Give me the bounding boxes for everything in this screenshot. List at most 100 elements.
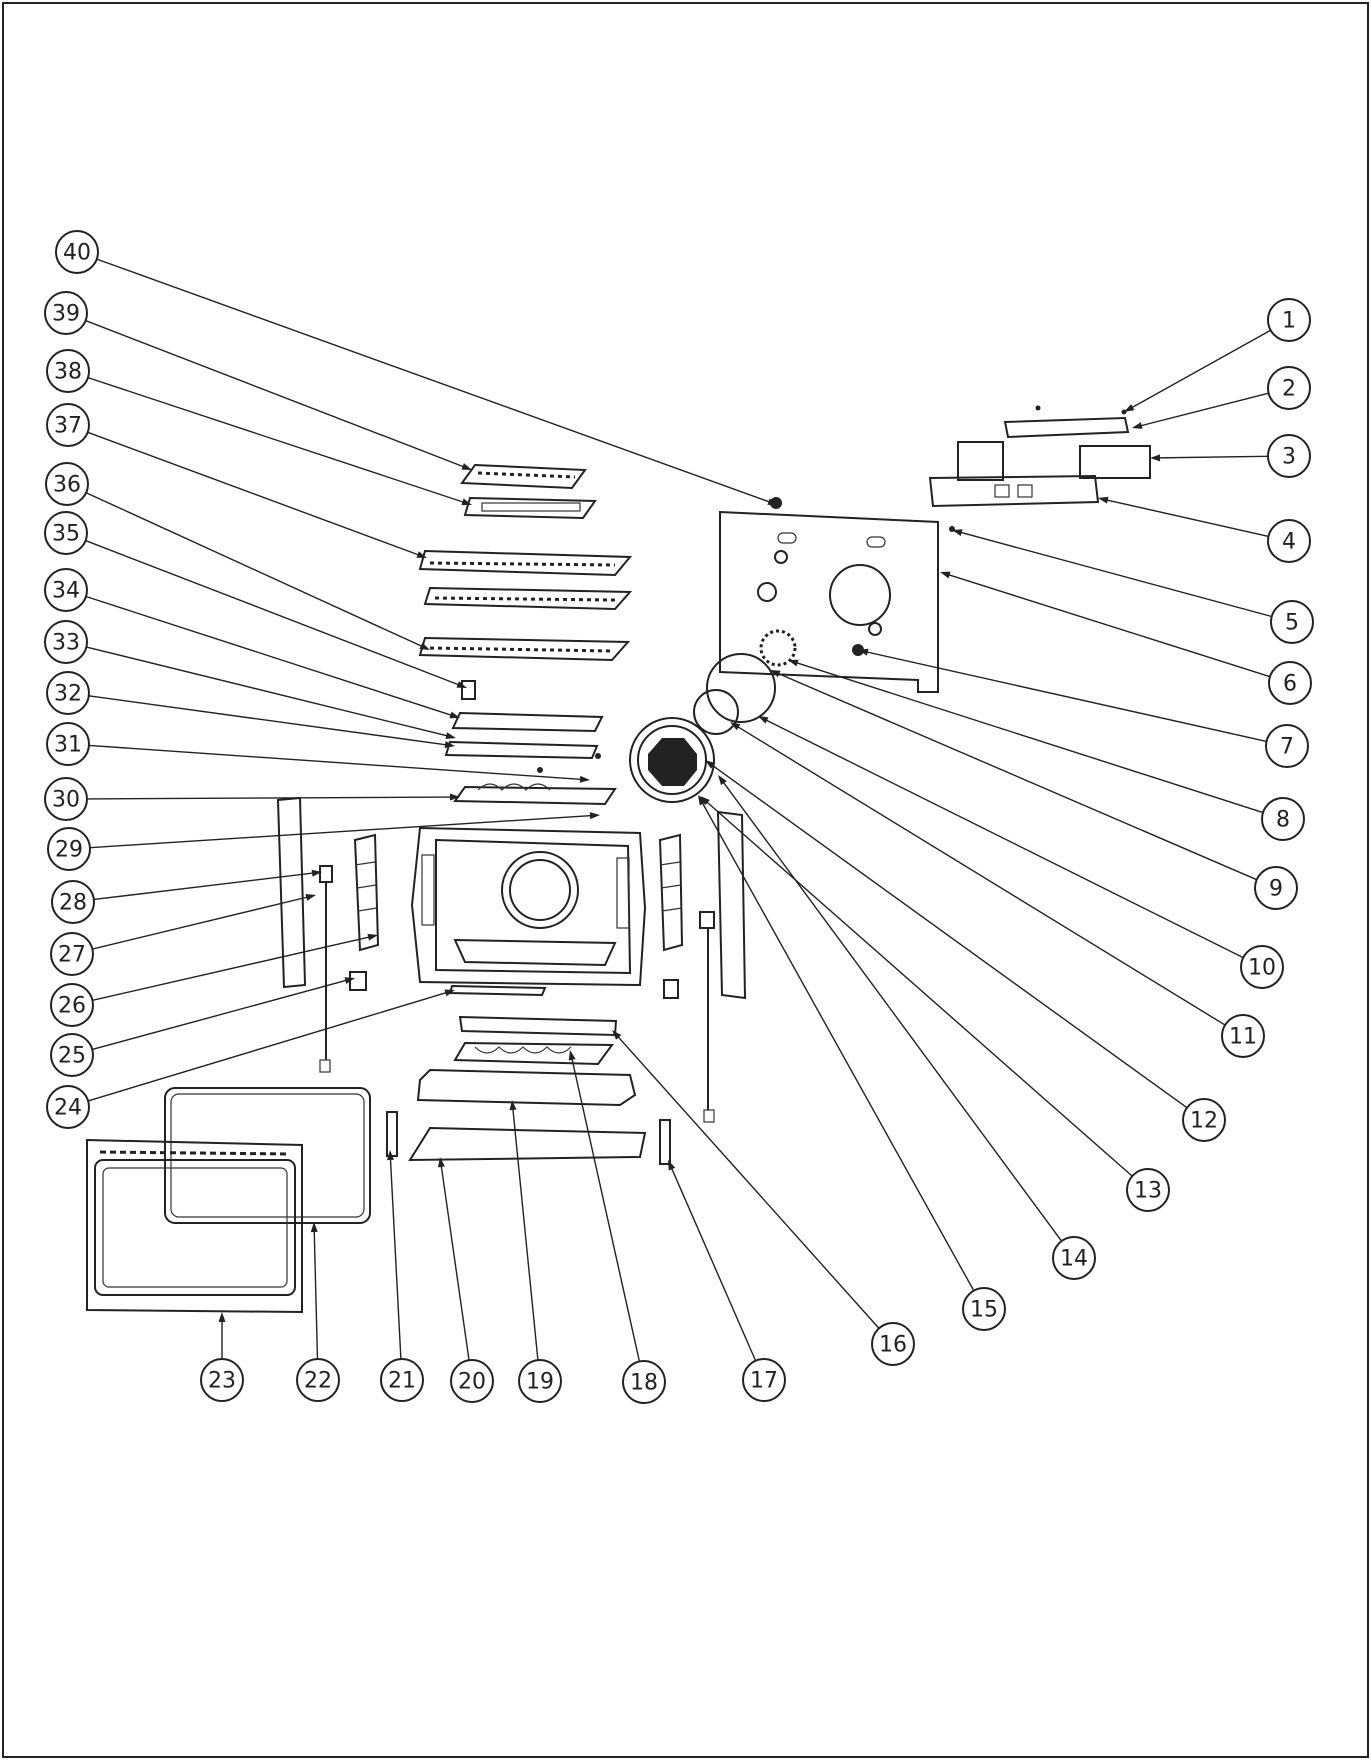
leader-arrowhead (449, 793, 460, 801)
callout-label: 20 (458, 1370, 486, 1395)
callout-label: 24 (54, 1096, 82, 1121)
leader-line (736, 725, 1226, 1026)
callout-29: 29 (47, 827, 91, 871)
callout-19: 19 (518, 1359, 562, 1403)
leader-lines (85, 258, 1272, 1362)
callout-22: 22 (296, 1358, 340, 1402)
callout-label: 4 (1282, 530, 1296, 555)
leader-arrowhead (788, 659, 799, 667)
leader-line (86, 646, 449, 737)
callout-7: 7 (1265, 724, 1309, 768)
leader-arrowhead (858, 648, 869, 656)
leader-arrowhead (589, 812, 600, 820)
callout-label: 23 (208, 1369, 236, 1394)
callout-circle (1261, 797, 1305, 841)
callout-circle (1270, 600, 1314, 644)
callout-circle (1267, 519, 1311, 563)
leader-arrowhead (437, 1157, 445, 1168)
callout-25: 25 (50, 1033, 94, 1077)
callout-circle (200, 1358, 244, 1402)
callout-circle (962, 1287, 1006, 1331)
callout-group: 1234567891011121314151617181920212223242… (44, 230, 1314, 1404)
leader-line (93, 872, 315, 901)
leader-line (711, 764, 1188, 1109)
callout-circle (1265, 724, 1309, 768)
callout-label: 19 (526, 1370, 554, 1395)
callout-circle (1126, 1168, 1170, 1212)
leader-line (85, 492, 424, 648)
callout-37: 37 (46, 403, 90, 447)
callout-6: 6 (1268, 661, 1312, 705)
callout-8: 8 (1261, 797, 1305, 841)
callout-label: 14 (1060, 1247, 1088, 1272)
callout-15: 15 (962, 1287, 1006, 1331)
leader-line (701, 801, 975, 1291)
leader-arrowhead (305, 893, 316, 901)
callout-circle (46, 1085, 90, 1129)
callout-circle (518, 1359, 562, 1403)
callout-39: 39 (44, 291, 88, 335)
callout-label: 15 (970, 1298, 998, 1323)
leader-line (88, 744, 583, 781)
fan-assembly (629, 629, 797, 803)
callout-circle (46, 671, 90, 715)
callout-label: 2 (1282, 377, 1296, 402)
callout-31: 31 (46, 722, 90, 766)
leader-line (88, 695, 448, 746)
leader-line (764, 718, 1244, 959)
callout-label: 31 (54, 733, 82, 758)
callout-label: 21 (388, 1369, 416, 1394)
callout-label: 11 (1229, 1025, 1257, 1050)
callout-label: 9 (1269, 877, 1283, 902)
callout-16: 16 (871, 1322, 915, 1366)
leader-arrowhead (1098, 496, 1109, 504)
callout-label: 37 (54, 414, 82, 439)
leader-arrowhead (758, 716, 769, 724)
leader-line (85, 539, 460, 686)
callout-label: 8 (1276, 808, 1290, 833)
callout-label: 7 (1280, 735, 1294, 760)
callout-9: 9 (1254, 866, 1298, 910)
part-drawings (86, 405, 1151, 1314)
callout-circle (380, 1358, 424, 1402)
callout-circle (1182, 1098, 1226, 1142)
callout-label: 10 (1248, 956, 1276, 981)
leader-line (1105, 499, 1269, 538)
callout-circle (45, 462, 89, 506)
callout-circle (44, 291, 88, 335)
callout-label: 25 (58, 1044, 86, 1069)
leader-arrowhead (1124, 404, 1135, 412)
callout-18: 18 (622, 1360, 666, 1404)
callout-circle (50, 983, 94, 1027)
callout-label: 6 (1283, 672, 1297, 697)
callout-label: 33 (52, 631, 80, 656)
callout-label: 12 (1190, 1109, 1218, 1134)
leader-arrowhead (218, 1312, 226, 1322)
callout-circle (44, 777, 88, 821)
callout-circle (871, 1322, 915, 1366)
leader-line (87, 431, 420, 556)
callout-12: 12 (1182, 1098, 1226, 1142)
callout-label: 32 (54, 682, 82, 707)
leader-arrowhead (579, 775, 590, 783)
leader-arrowhead (456, 681, 467, 688)
leader-arrowhead (449, 711, 460, 719)
leader-line (571, 1057, 641, 1362)
callout-36: 36 (45, 462, 89, 506)
leader-arrowhead (461, 463, 472, 470)
callout-circle (50, 1033, 94, 1077)
leader-arrowhead (1132, 422, 1143, 429)
leader-line (1130, 329, 1271, 409)
leader-arrowhead (700, 796, 710, 806)
callout-circle (1254, 866, 1298, 910)
callout-35: 35 (44, 511, 88, 555)
callout-14: 14 (1052, 1236, 1096, 1280)
leader-arrowhead (461, 498, 472, 506)
door-assembly (86, 1087, 371, 1314)
callout-label: 34 (52, 579, 80, 604)
callout-3: 3 (1267, 434, 1311, 478)
callout-label: 22 (304, 1369, 332, 1394)
callout-33: 33 (44, 620, 88, 664)
